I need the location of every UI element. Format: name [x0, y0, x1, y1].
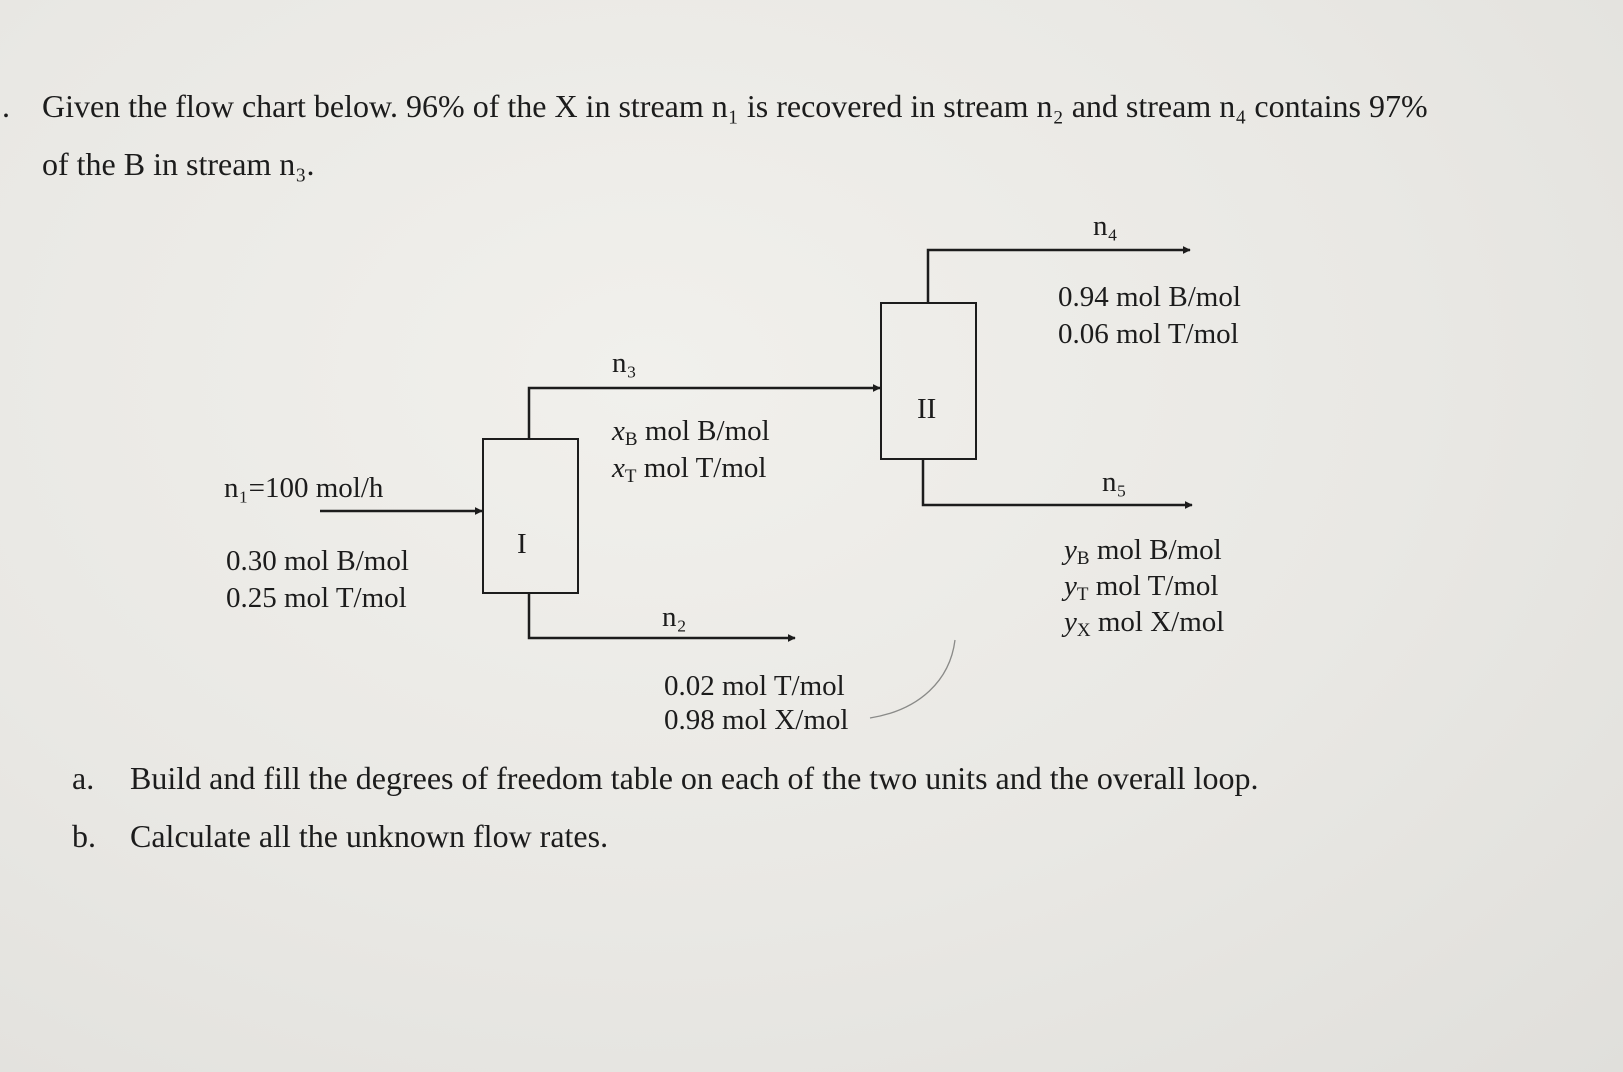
feed-stream-label: n₁=100 mol/h — [224, 472, 384, 504]
problem-line-2: of the B in stream n₃. — [42, 146, 315, 182]
stream-n2-comp-T: 0.02 mol T/mol — [664, 670, 845, 702]
question-a-text: Build and fill the degrees of freedom ta… — [130, 760, 1259, 796]
question-b-marker: b. — [72, 818, 96, 854]
feed-comp-B: 0.30 mol B/mol — [226, 545, 409, 577]
stream-n5-arrow — [921, 459, 1193, 509]
stream-n2-comp-X: 0.98 mol X/mol — [664, 704, 849, 736]
problem-line-1: Given the flow chart below. 96% of the X… — [42, 88, 1428, 124]
question-a-marker: a. — [72, 760, 95, 796]
stream-n4-comp-B: 0.94 mol B/mol — [1058, 281, 1241, 313]
stream-n4-arrow — [926, 246, 1191, 302]
stream-n5-comp-X: yX mol X/mol — [1064, 606, 1225, 641]
unit-I-box — [482, 438, 579, 594]
stream-n5-comp-B: yB mol B/mol — [1064, 534, 1222, 569]
pen-mark — [869, 639, 956, 719]
unit-I-label: I — [517, 528, 527, 560]
stream-n3-arrow — [527, 384, 881, 440]
feed-comp-T: 0.25 mol T/mol — [226, 582, 407, 614]
stream-n2-arrow — [527, 593, 796, 642]
stream-n2-label: n₂ — [662, 601, 687, 633]
stream-n5-label: n₅ — [1102, 466, 1127, 498]
stream-n4-comp-T: 0.06 mol T/mol — [1058, 318, 1239, 350]
stream-n3-comp-B: xB mol B/mol — [612, 415, 770, 450]
stream-n3-label: n₃ — [612, 347, 637, 379]
stream-n4-label: n₄ — [1093, 210, 1118, 242]
unit-II-box — [880, 302, 977, 460]
unit-II-label: II — [917, 393, 937, 425]
question-b-text: Calculate all the unknown flow rates. — [130, 818, 609, 854]
stream-n3-comp-T: xT mol T/mol — [612, 452, 767, 487]
stream-n5-comp-T: yT mol T/mol — [1064, 570, 1219, 605]
problem-bullet: . — [2, 88, 10, 124]
